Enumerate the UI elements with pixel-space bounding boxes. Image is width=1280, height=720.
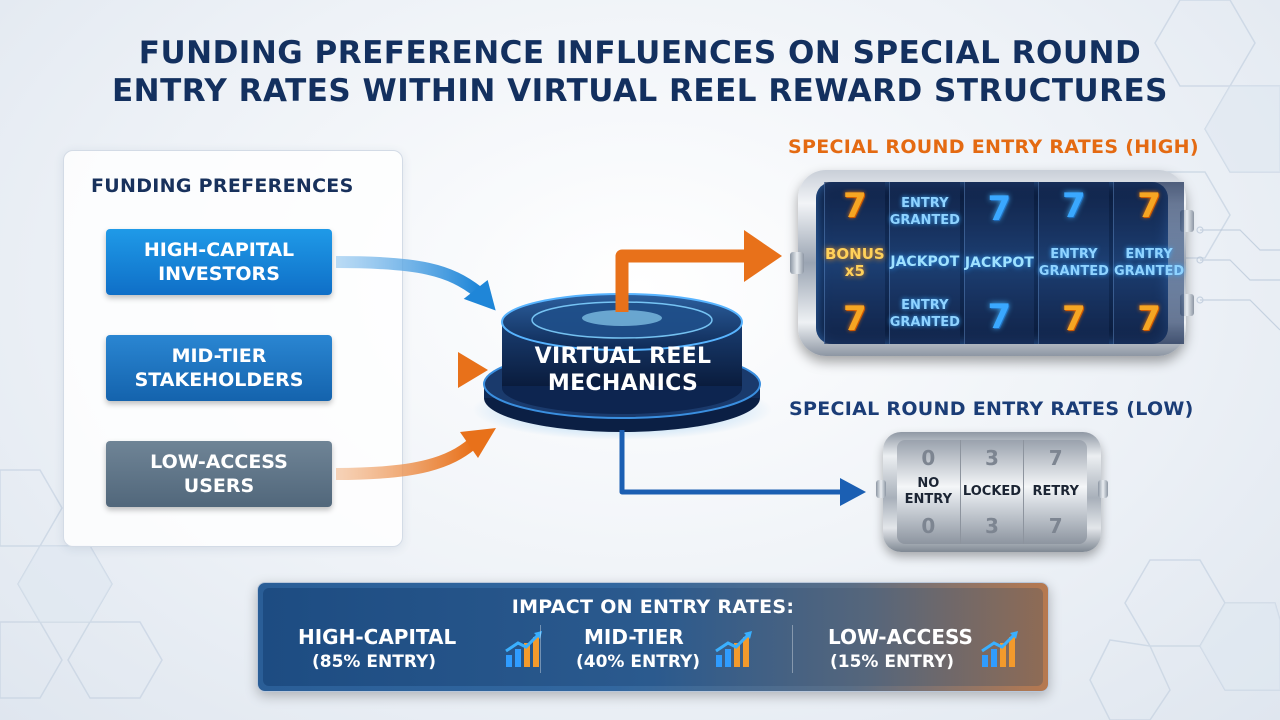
pref-label: LOW-ACCESS USERS [150, 451, 288, 497]
low-access-users-box: LOW-ACCESS USERS [106, 441, 332, 507]
high-slot-screen: 7 BONUS x5 7 ENTRY GRANTED JACKPOT ENTRY… [816, 182, 1185, 344]
impact-item-name: HIGH-CAPITAL [298, 625, 457, 649]
impact-item-name: LOW-ACCESS [828, 625, 973, 649]
reel-symbol: 7 [987, 188, 1012, 229]
high-capital-investors-box: HIGH-CAPITAL INVESTORS [106, 229, 332, 295]
slot-reel: 7 RETRY 7 [1024, 440, 1087, 544]
bar-chart-up-icon [715, 631, 752, 667]
funding-preferences-panel: FUNDING PREFERENCES HIGH-CAPITAL INVESTO… [63, 150, 403, 547]
pref-label: HIGH-CAPITAL INVESTORS [143, 239, 295, 285]
impact-item-value: (15% ENTRY) [830, 652, 955, 672]
arrow-high-capital-head [463, 279, 496, 311]
impact-heading: IMPACT ON ENTRY RATES: [511, 596, 795, 618]
arrow-high-capital [335, 256, 482, 297]
reel-symbol: 3 [985, 446, 999, 470]
reel-symbol: ENTRY GRANTED [1113, 246, 1185, 279]
title-line-1: FUNDING PREFERENCE INFLUENCES ON SPECIAL… [138, 35, 1142, 71]
reel-symbol: RETRY [1032, 484, 1079, 499]
reel-symbol: 7 [1048, 446, 1063, 470]
impact-divider [540, 625, 541, 673]
reel-symbol: ENTRY GRANTED [889, 298, 960, 331]
impact-on-entry-rates-box: IMPACT ON ENTRY RATES: HIGH-CAPITAL (85%… [257, 582, 1049, 692]
reel-symbol: ENTRY GRANTED [889, 195, 960, 228]
reel-symbol: 0 [921, 446, 936, 470]
impact-item-name: MID-TIER [584, 625, 684, 649]
reel-symbol: 3 [985, 514, 999, 538]
impact-inner [263, 588, 1043, 686]
arrow-to-high [615, 249, 744, 312]
reel-symbol: 7 [1137, 299, 1161, 340]
impact-divider [792, 625, 793, 673]
reel-symbol: 0 [921, 514, 936, 538]
high-slot-machine: 7 BONUS x5 7 ENTRY GRANTED JACKPOT ENTRY… [790, 170, 1194, 356]
slot-reel: 3 LOCKED 3 [961, 440, 1025, 544]
reel-symbol: ENTRY GRANTED [1038, 246, 1109, 279]
reel-symbol: 7 [987, 296, 1012, 337]
slot-reel: 7 BONUS x5 7 [824, 182, 885, 344]
low-slot-machine: 0 NO ENTRY 0 3 LOCKED 3 7 RETRY 7 [876, 432, 1108, 552]
arrow-low-access [335, 439, 476, 480]
reel-symbol: JACKPOT [890, 254, 960, 271]
slot-knob [1098, 480, 1108, 498]
title-line-2: ENTRY RATES WITHIN VIRTUAL REEL REWARD S… [111, 73, 1169, 109]
impact-item-low-access: LOW-ACCESS (15% ENTRY) [828, 625, 1078, 677]
bar-chart-up-icon [505, 631, 542, 667]
reel-symbol: JACKPOT [964, 254, 1034, 271]
reel-symbol: NO ENTRY [904, 476, 952, 507]
reel-symbol: 7 [843, 185, 867, 226]
arrow-mid-tier-head [458, 352, 488, 388]
slot-reel: 7 JACKPOT 7 [963, 182, 1034, 344]
bar-chart-up-icon [981, 631, 1018, 667]
page-title: FUNDING PREFERENCE INFLUENCES ON SPECIAL… [0, 34, 1280, 110]
reel-symbol: 7 [1048, 514, 1063, 538]
virtual-reel-mechanics-label: VIRTUAL REEL MECHANICS [534, 344, 712, 396]
arrow-low-access-head [460, 428, 496, 458]
impact-item-high-capital: HIGH-CAPITAL (85% ENTRY) [298, 625, 548, 677]
reel-symbol: LOCKED [962, 484, 1022, 499]
low-slot-screen: 0 NO ENTRY 0 3 LOCKED 3 7 RETRY 7 [897, 440, 1087, 544]
funding-preferences-heading: FUNDING PREFERENCES [91, 175, 354, 197]
special-round-rates-low-label: SPECIAL ROUND ENTRY RATES (LOW) [789, 398, 1194, 420]
slot-knob [876, 480, 886, 498]
impact-item-value: (40% ENTRY) [576, 652, 701, 672]
reel-symbol: BONUS x5 [825, 244, 885, 280]
slot-knob [790, 252, 804, 274]
arrow-to-high-head [744, 230, 782, 282]
mid-tier-stakeholders-box: MID-TIER STAKEHOLDERS [106, 335, 332, 401]
reel-symbol: 7 [843, 299, 867, 340]
reel-symbol: 7 [1137, 185, 1161, 226]
pref-label: MID-TIER STAKEHOLDERS [134, 345, 304, 391]
slot-reel: 7 ENTRY GRANTED 7 [1112, 182, 1185, 344]
slot-reel: 7 ENTRY GRANTED 7 [1037, 182, 1109, 344]
slot-reel: ENTRY GRANTED JACKPOT ENTRY GRANTED [888, 182, 960, 344]
arrow-to-low-head [840, 478, 866, 506]
slot-reel: 0 NO ENTRY 0 [897, 440, 961, 544]
reel-symbol: 7 [1062, 299, 1086, 340]
reel-symbol: 7 [1062, 185, 1086, 226]
special-round-rates-high-label: SPECIAL ROUND ENTRY RATES (HIGH) [788, 136, 1199, 158]
impact-item-mid-tier: MID-TIER (40% ENTRY) [576, 625, 826, 677]
arrow-to-low [619, 430, 842, 495]
impact-item-value: (85% ENTRY) [312, 652, 437, 672]
